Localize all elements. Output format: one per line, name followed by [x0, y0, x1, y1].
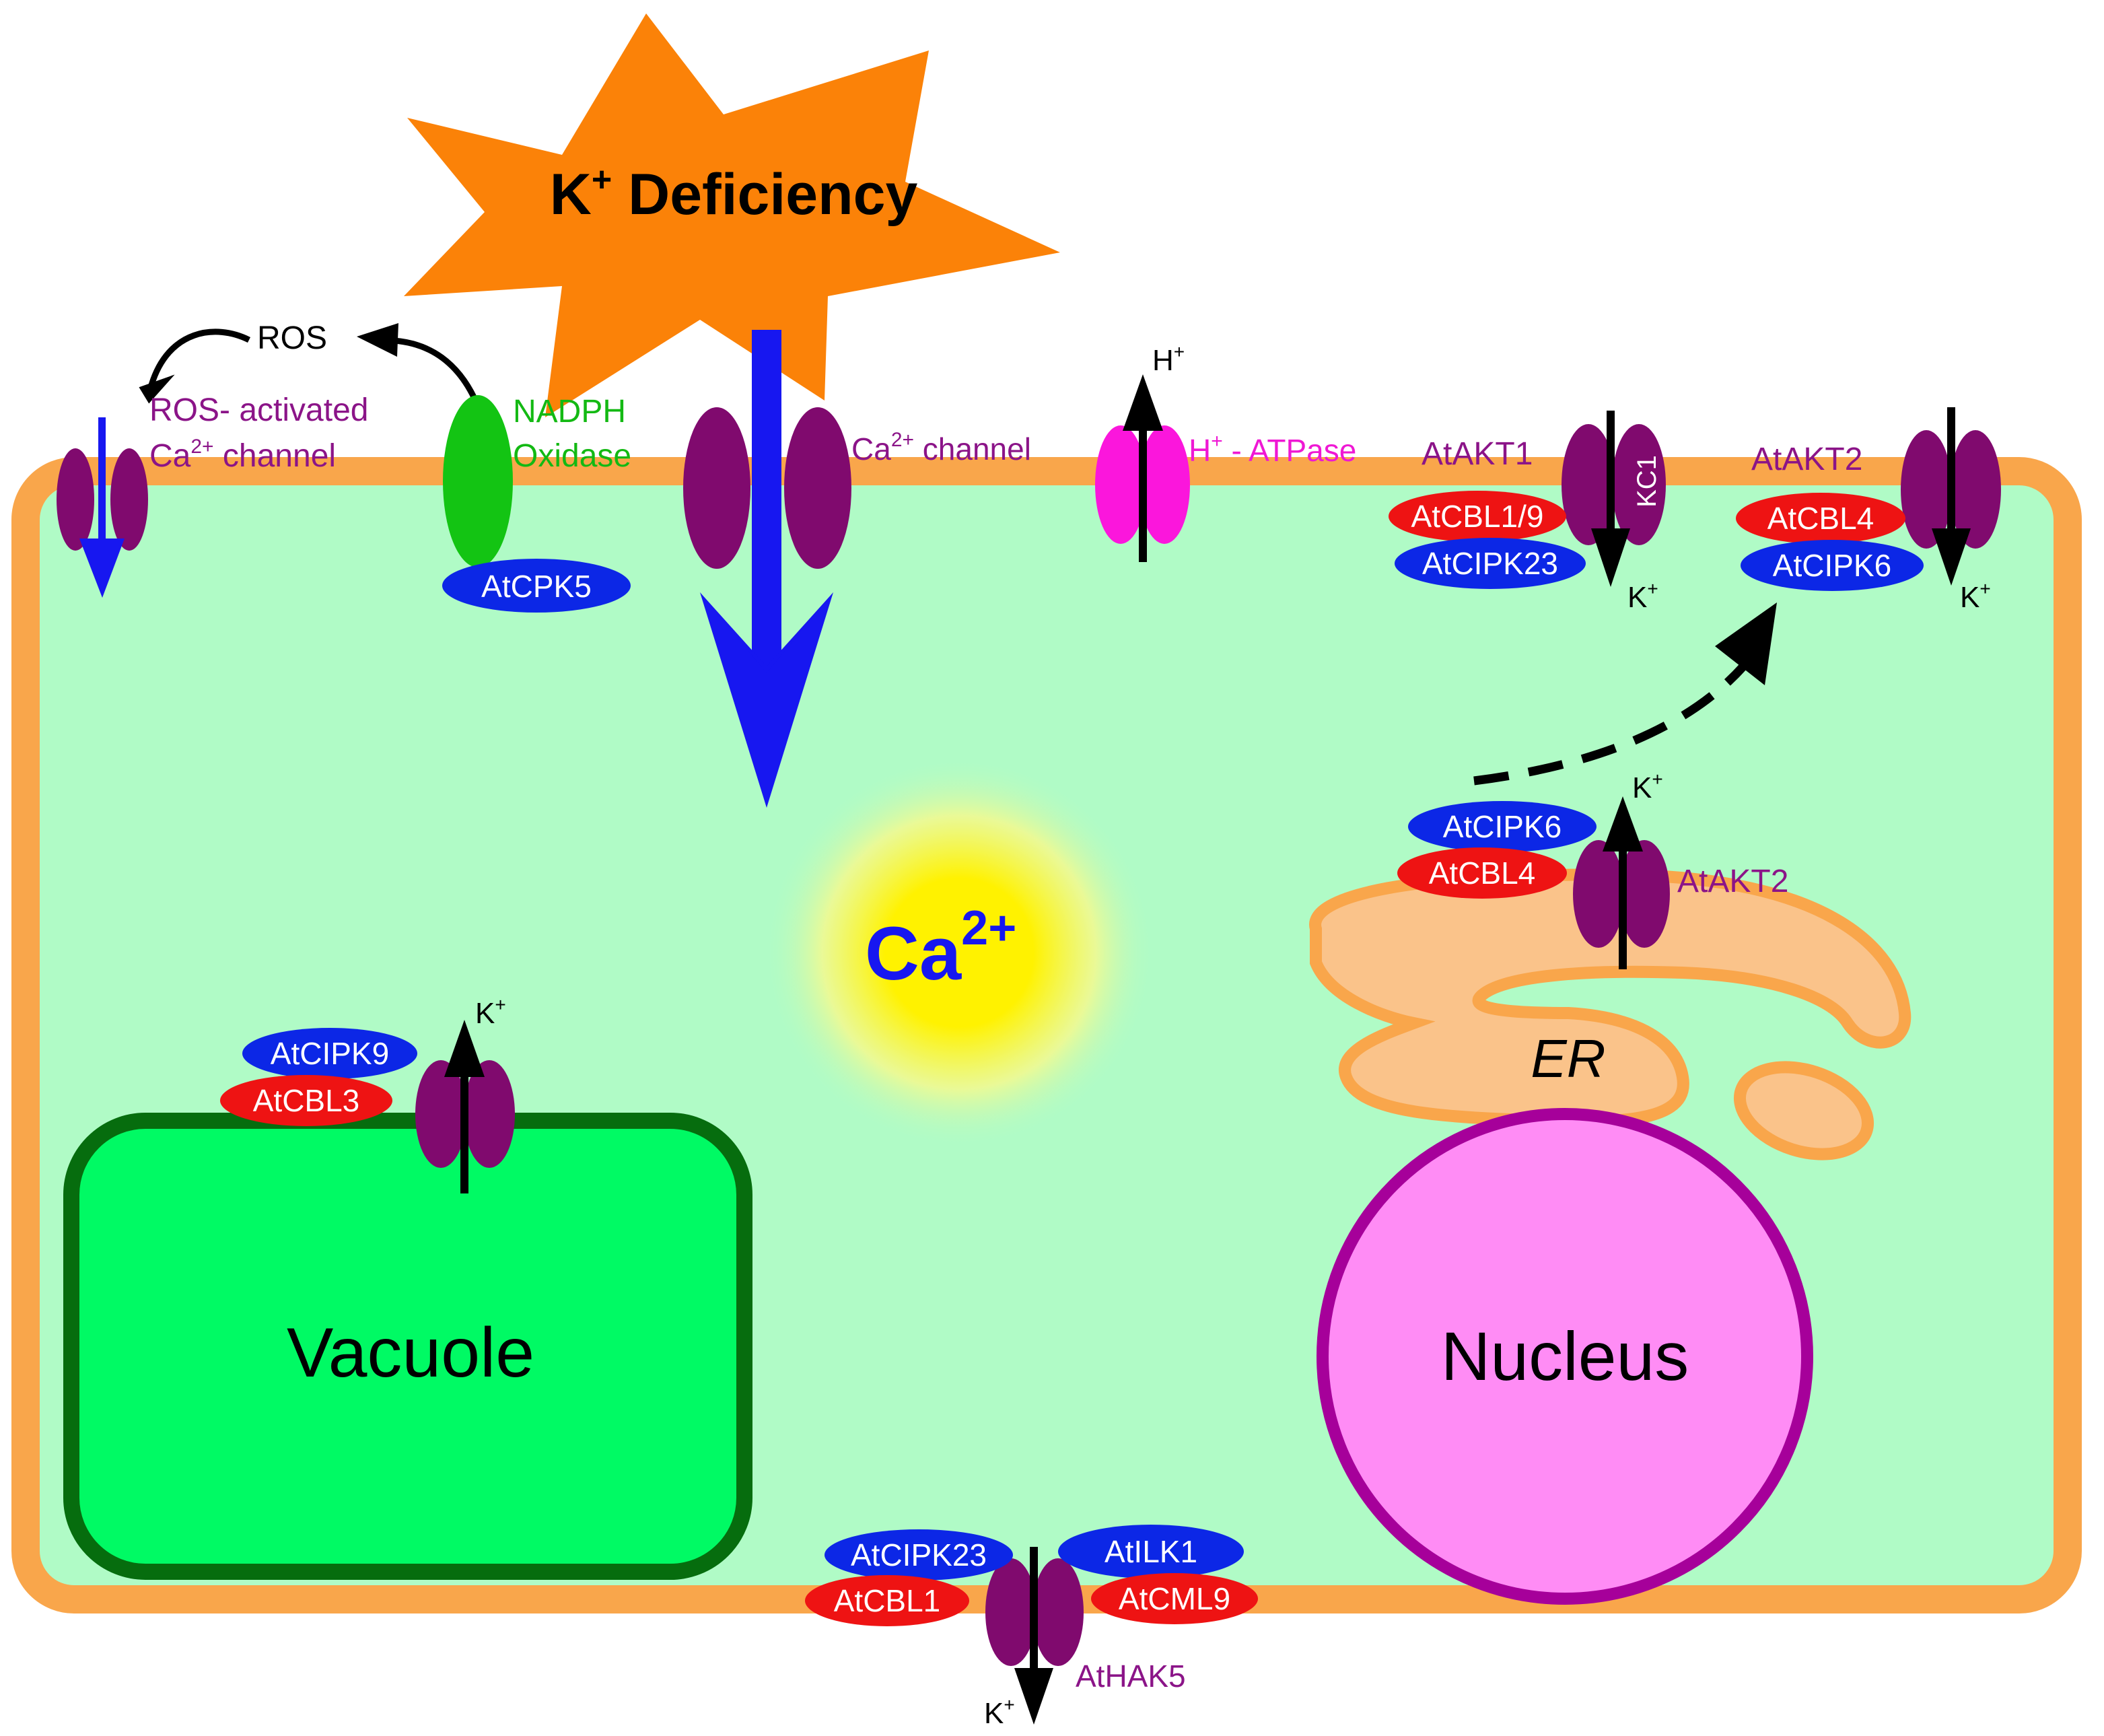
atcipk6-er-label: AtCIPK6 — [1443, 809, 1562, 844]
vacuole-k-ion-label: K+ — [475, 994, 506, 1030]
vacuole-label: Vacuole — [287, 1314, 534, 1392]
atcipk9-badge — [242, 1028, 417, 1079]
k-deficiency-burst: K+ Deficiency — [404, 13, 1060, 417]
atakt2-top-channel — [1901, 407, 2001, 586]
cytosolic-ca-label: Ca2+ — [865, 901, 1016, 996]
atilk1-badge — [1058, 1525, 1244, 1578]
atcbl1-bottom-label: AtCBL1 — [834, 1583, 941, 1618]
hak5-k-ion-label: K+ — [984, 1694, 1015, 1730]
akt2-top-k-ion-label: K+ — [1960, 578, 1991, 614]
nadph-to-ros-arrow — [393, 337, 478, 400]
oxidase-label: Oxidase — [513, 438, 631, 474]
akt2-translocation-arrowhead — [1715, 602, 1777, 685]
cytosolic-ca-glow — [764, 757, 1154, 1148]
vacuole — [63, 1113, 752, 1580]
ros-activated-ca-channel — [57, 417, 148, 598]
atcbl3-label: AtCBL3 — [253, 1083, 360, 1118]
vacuolar-k-channel — [415, 1020, 515, 1193]
atakt2-er-label: AtAKT2 — [1677, 864, 1788, 899]
atcipk6-top-badge — [1741, 540, 1924, 591]
atcpk5-badge — [442, 559, 631, 613]
ca-channel — [683, 407, 851, 569]
athak5-label: AtHAK5 — [1076, 1659, 1186, 1694]
atcbl4-er-label: AtCBL4 — [1429, 856, 1536, 891]
atakt1-label: AtAKT1 — [1422, 436, 1533, 472]
h-atpase — [1095, 374, 1190, 562]
k-deficiency-title: K+ Deficiency — [550, 160, 918, 227]
atilk1-label: AtILK1 — [1104, 1534, 1197, 1569]
atcml9-label: AtCML9 — [1119, 1581, 1230, 1616]
atcbl3-badge — [220, 1075, 392, 1126]
atcipk6-er-badge — [1408, 801, 1597, 852]
atcipk9-label: AtCIPK9 — [271, 1036, 389, 1071]
atakt2-er-channel — [1573, 796, 1670, 969]
atcipk23-bottom-badge — [825, 1529, 1013, 1581]
ros-channel-label: ROS- activated — [149, 392, 368, 428]
atcml9-badge — [1091, 1573, 1258, 1624]
atcbl19-badge — [1389, 491, 1566, 542]
nadph-oxidase — [443, 395, 513, 567]
ca-influx-arrow — [700, 330, 833, 808]
akt2-er-k-ion-label: K+ — [1632, 769, 1663, 804]
atcbl4-er-badge — [1397, 847, 1567, 899]
ros-label: ROS — [257, 320, 327, 356]
akt1-k-ion-label: K+ — [1627, 578, 1658, 614]
ros-to-channel-arrow — [148, 328, 251, 386]
ros-channel-label-line2: Ca2+ channel — [149, 436, 336, 474]
h-ion-label: H+ — [1152, 341, 1185, 377]
nadph-label: NADPH — [513, 394, 626, 429]
atcpk5-label: AtCPK5 — [481, 569, 592, 604]
h-atpase-label: H+ - ATPase — [1189, 430, 1356, 468]
atcbl1-bottom-badge — [805, 1575, 969, 1626]
atcbl4-top-badge — [1736, 493, 1905, 544]
ros-to-channel-arrowhead — [139, 374, 175, 404]
atakt2-top-label: AtAKT2 — [1751, 442, 1862, 477]
athak5-channel — [985, 1547, 1084, 1725]
atcipk23-top-badge — [1395, 538, 1586, 589]
atcbl4-top-label: AtCBL4 — [1767, 501, 1874, 536]
ca-channel-label: Ca2+ channel — [851, 429, 1031, 466]
atcipk6-top-label: AtCIPK6 — [1773, 548, 1891, 583]
atcipk23-top-label: AtCIPK23 — [1422, 546, 1558, 581]
nadph-to-ros-arrowhead — [357, 323, 398, 357]
atcbl19-label: AtCBL1/9 — [1411, 499, 1544, 534]
nucleus-label: Nucleus — [1441, 1318, 1689, 1395]
endoplasmic-reticulum — [1309, 868, 1912, 1160]
kc1-label: KC1 — [1632, 455, 1662, 508]
nucleus — [1317, 1108, 1813, 1605]
atcipk23-bottom-label: AtCIPK23 — [851, 1537, 987, 1572]
atakt1-channel — [1562, 411, 1666, 587]
er-label: ER — [1531, 1029, 1605, 1088]
burst-shape — [404, 13, 1060, 417]
